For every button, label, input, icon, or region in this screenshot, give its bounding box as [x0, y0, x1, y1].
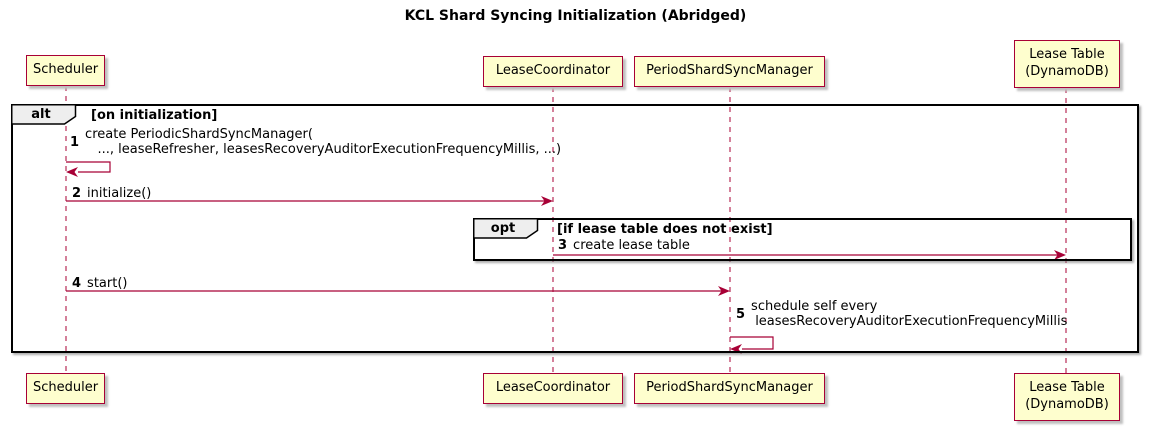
message-3-arrowhead-icon	[1054, 250, 1066, 260]
message-1-self-arrow	[66, 161, 111, 173]
participant-scheduler-bottom: Scheduler	[26, 373, 105, 404]
participant-lease-table-top: Lease Table (DynamoDB)	[1014, 40, 1120, 88]
message-2-text: initialize()	[87, 186, 152, 201]
message-5-self-arrow	[730, 336, 774, 350]
opt-frame-condition: [if lease table does not exist]	[557, 222, 773, 237]
message-4-arrowhead-icon	[718, 286, 730, 296]
alt-frame-pentagon-icon	[11, 104, 77, 125]
opt-frame: opt [if lease table does not exist]	[473, 218, 1132, 261]
participant-lease-coordinator-top: LeaseCoordinator	[483, 56, 623, 87]
message-5-number: 5	[736, 306, 746, 322]
message-1-arrowhead-icon	[66, 167, 78, 177]
message-4-number: 4	[72, 276, 82, 291]
message-3-number: 3	[558, 238, 568, 253]
participant-lease-table-bottom: Lease Table (DynamoDB)	[1014, 373, 1120, 421]
message-2-number: 2	[72, 186, 82, 201]
participant-period-shard-sync-manager-bottom: PeriodShardSyncManager	[634, 373, 825, 404]
message-5-text: schedule self every leasesRecoveryAudito…	[751, 299, 1068, 329]
message-2-arrowhead-icon	[541, 196, 553, 206]
message-1-label: 1 create PeriodicShardSyncManager( ..., …	[70, 127, 561, 157]
participant-period-shard-sync-manager-top: PeriodShardSyncManager	[634, 56, 825, 87]
message-5-label: 5 schedule self every leasesRecoveryAudi…	[736, 299, 1067, 329]
participant-scheduler-top: Scheduler	[26, 55, 105, 86]
message-3-text: create lease table	[573, 238, 690, 253]
opt-frame-pentagon-icon	[473, 218, 539, 239]
message-2-label: 2 initialize()	[72, 186, 151, 201]
message-1-text: create PeriodicShardSyncManager( ..., le…	[85, 127, 562, 157]
diagram-title: KCL Shard Syncing Initialization (Abridg…	[404, 8, 747, 24]
message-4-text: start()	[87, 276, 128, 291]
participant-lease-coordinator-bottom: LeaseCoordinator	[483, 373, 623, 404]
opt-frame-label: opt	[490, 221, 516, 236]
alt-frame-label: alt	[31, 107, 51, 122]
message-3-label: 3 create lease table	[558, 238, 690, 253]
alt-frame-condition: [on initialization]	[91, 108, 218, 123]
message-1-number: 1	[70, 134, 80, 150]
message-4-label: 4 start()	[72, 276, 127, 291]
alt-frame: alt [on initialization]	[11, 104, 1139, 353]
